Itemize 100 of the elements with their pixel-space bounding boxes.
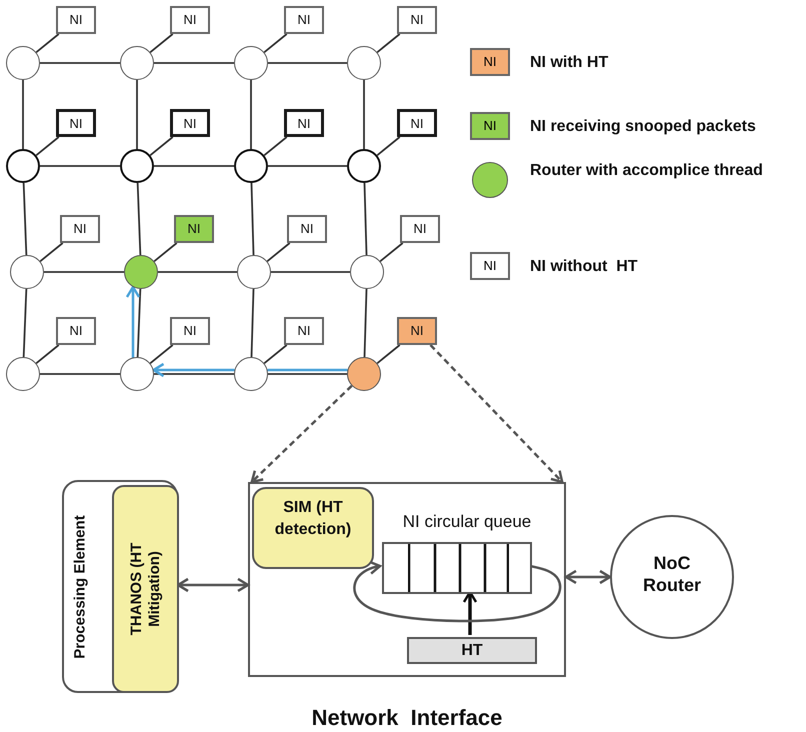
module-title: SIM (HT detection) — [274, 498, 352, 540]
ni-label: NI — [68, 116, 84, 131]
trojan-label: HT — [460, 642, 484, 660]
mesh-link — [268, 373, 347, 375]
mesh-link — [40, 165, 120, 167]
hardware-trojan-box — [407, 637, 537, 664]
router-node — [234, 357, 268, 391]
module-title: THANOS (HT Mitigation) — [128, 542, 164, 638]
router-node — [237, 255, 271, 289]
link-line — [36, 136, 60, 156]
network-interface-box — [284, 109, 324, 137]
ni-label: NI — [186, 221, 202, 236]
ni-label: NI — [300, 221, 314, 236]
ni-label: NI — [296, 116, 312, 131]
ni-label: NI — [296, 12, 312, 27]
ni-label: NI — [182, 116, 198, 131]
mesh-link — [250, 80, 252, 149]
router-node — [120, 46, 154, 80]
router-node — [350, 255, 384, 289]
mesh-link — [268, 165, 347, 167]
mesh-link — [22, 288, 28, 358]
network-interface-box — [56, 317, 96, 345]
network-interface-box — [397, 317, 437, 345]
mesh-link — [40, 373, 120, 375]
router-node — [347, 357, 381, 391]
ni-label: NI — [68, 323, 84, 338]
network-interface-box — [174, 215, 214, 243]
link-line — [150, 136, 174, 156]
network-interface-box — [170, 6, 210, 34]
ni-label: NI — [182, 12, 198, 27]
arrow — [430, 344, 564, 484]
link-line — [150, 33, 174, 53]
router-node — [120, 149, 154, 183]
router-node — [6, 46, 40, 80]
mesh-link — [250, 288, 254, 358]
link-line — [264, 344, 288, 364]
router-node — [6, 149, 40, 183]
network-interface-box — [397, 6, 437, 34]
legend-swatch: NI — [470, 252, 510, 280]
mesh-link — [136, 288, 142, 358]
router-node — [347, 149, 381, 183]
legend-text: NI with HT — [530, 53, 610, 73]
network-interface-box — [56, 109, 96, 137]
queue-label: NI circular queue — [402, 512, 532, 532]
network-interface-box — [56, 6, 96, 34]
mesh-link — [22, 80, 24, 149]
legend-swatch: NI — [470, 112, 510, 140]
router-node — [10, 255, 44, 289]
legend-swatch: NI — [470, 48, 510, 76]
detection-module-box — [252, 487, 374, 569]
link-line — [36, 33, 60, 53]
mesh-link — [154, 62, 234, 64]
router-node — [124, 255, 158, 289]
processing-element-box — [62, 480, 178, 693]
component-title: Processing Element — [72, 514, 88, 660]
link-line — [150, 344, 174, 364]
arrow — [152, 362, 234, 378]
ni-label: NI — [68, 12, 84, 27]
network-interface-box — [287, 215, 327, 243]
block-title: Network Interface — [310, 705, 504, 731]
mesh-link — [364, 288, 368, 358]
mesh-link — [250, 182, 254, 256]
network-interface-box — [400, 215, 440, 243]
link-line — [376, 344, 400, 364]
link-line — [376, 33, 400, 53]
link-line — [376, 136, 400, 156]
router-label: NoC Router — [642, 553, 702, 596]
link-line — [264, 33, 288, 53]
mesh-link — [364, 182, 368, 256]
ni-label: NI — [72, 221, 88, 236]
mitigation-module-box — [112, 485, 179, 693]
mesh-link — [136, 80, 138, 149]
mesh-link — [271, 271, 350, 273]
network-interface-box — [170, 317, 210, 345]
ni-label: NI — [410, 116, 424, 131]
mesh-link — [268, 368, 348, 372]
mesh-link — [154, 165, 234, 167]
network-interface-box — [397, 109, 437, 137]
link-line — [264, 136, 288, 156]
network-interface-box — [284, 317, 324, 345]
link-line — [266, 242, 290, 262]
mesh-link — [136, 182, 142, 256]
legend-text: Router with accomplice thread — [530, 161, 764, 181]
ni-label: NI — [410, 323, 424, 338]
ni-label: NI — [412, 221, 428, 236]
ni-label: NI — [296, 323, 312, 338]
mesh-link — [268, 62, 347, 64]
router-node — [234, 149, 268, 183]
ni-label: NI — [182, 323, 198, 338]
mesh-link — [154, 373, 234, 375]
network-interface-box — [284, 6, 324, 34]
arrow — [176, 578, 250, 592]
router-node — [234, 46, 268, 80]
arrow — [564, 570, 612, 584]
arrow — [250, 384, 353, 484]
router-node — [120, 357, 154, 391]
mesh-link — [22, 182, 28, 256]
mesh-link — [158, 271, 237, 273]
mesh-link — [40, 62, 120, 64]
link-line — [40, 242, 64, 262]
